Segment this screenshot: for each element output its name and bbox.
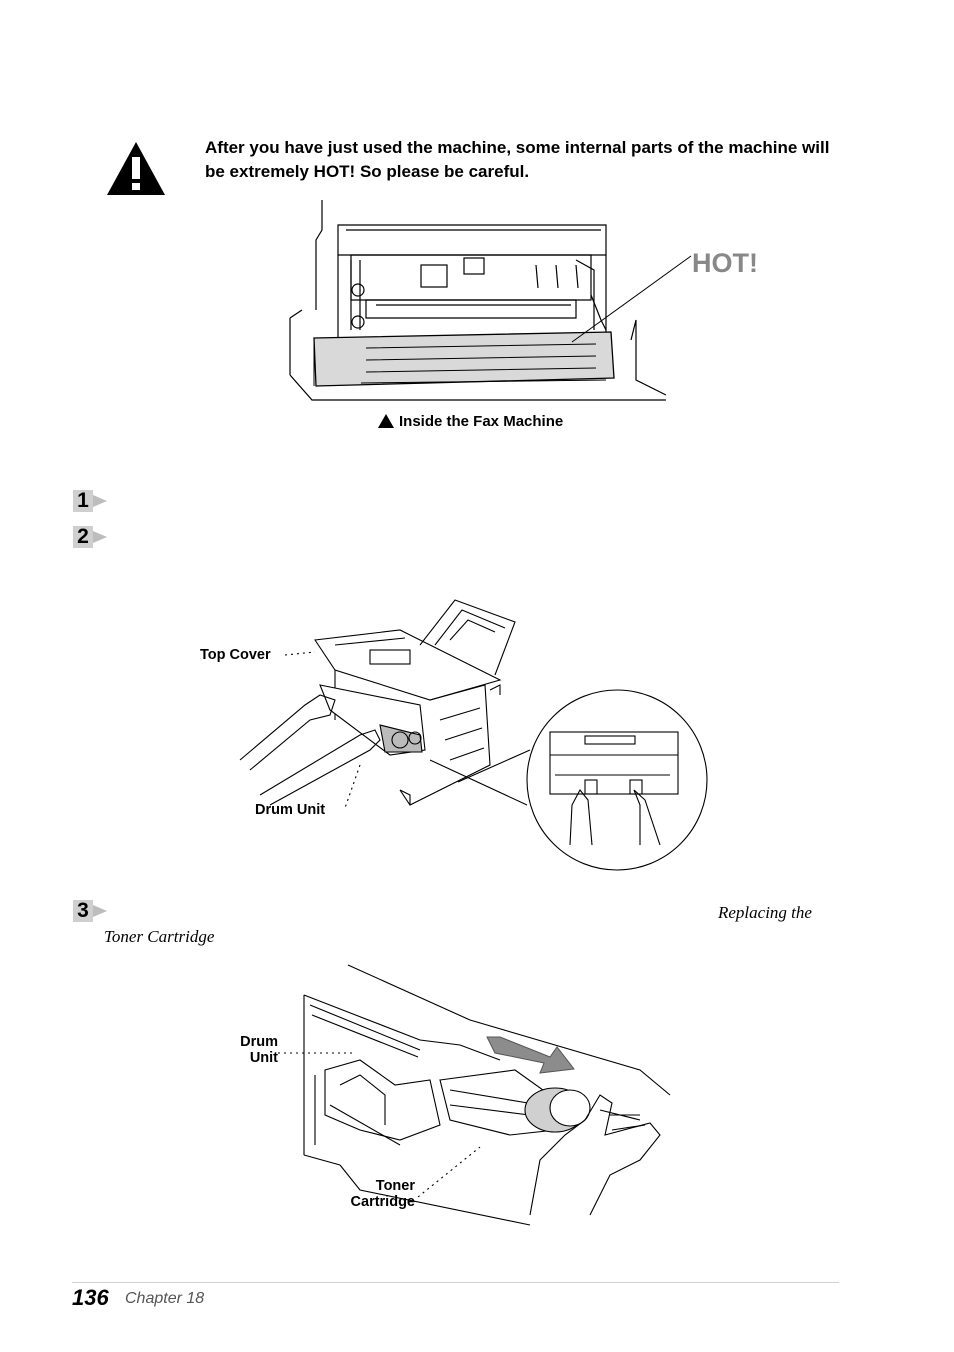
- step-arrow-icon: [93, 905, 107, 917]
- step-arrow-icon: [93, 531, 107, 543]
- replacing-reference-2: Toner Cartridge: [104, 927, 215, 946]
- drum-label-line-1: Drum: [240, 1034, 278, 1050]
- step-2-marker: 2: [73, 526, 107, 548]
- figure1-caption: Inside the Fax Machine: [399, 413, 564, 430]
- replacing-reference-1: Replacing the: [718, 903, 812, 922]
- top-cover-label: Top Cover: [200, 647, 271, 663]
- drum-unit-label: Drum Unit: [255, 802, 326, 818]
- toner-label-line-1: Toner: [375, 1178, 415, 1194]
- step-1-marker: 1: [73, 490, 107, 512]
- hot-label: HOT!: [692, 248, 758, 278]
- toner-label-line-2: Cartridge: [350, 1194, 415, 1210]
- step-1-number: 1: [73, 490, 93, 512]
- page-number: 136: [72, 1285, 109, 1310]
- step-3-number: 3: [73, 900, 93, 922]
- triangle-up-icon: [378, 414, 394, 428]
- toner-cartridge-label: Toner Cartridge: [340, 1178, 415, 1210]
- footer-divider: [72, 1282, 839, 1283]
- chapter-label: Chapter 18: [125, 1290, 205, 1307]
- step-arrow-icon: [93, 495, 107, 507]
- step-3-marker: 3: [73, 900, 107, 922]
- drum-removal-illustration: [239, 599, 708, 871]
- drum-label-line-2: Unit: [249, 1050, 278, 1066]
- warning-text: After you have just used the machine, so…: [205, 138, 830, 181]
- warning-icon: [107, 142, 165, 195]
- drum-unit-label-2: Drum Unit: [236, 1034, 278, 1066]
- step-2-number: 2: [73, 526, 93, 548]
- toner-cartridge-illustration: [278, 964, 671, 1226]
- fax-interior-illustration: [289, 200, 692, 401]
